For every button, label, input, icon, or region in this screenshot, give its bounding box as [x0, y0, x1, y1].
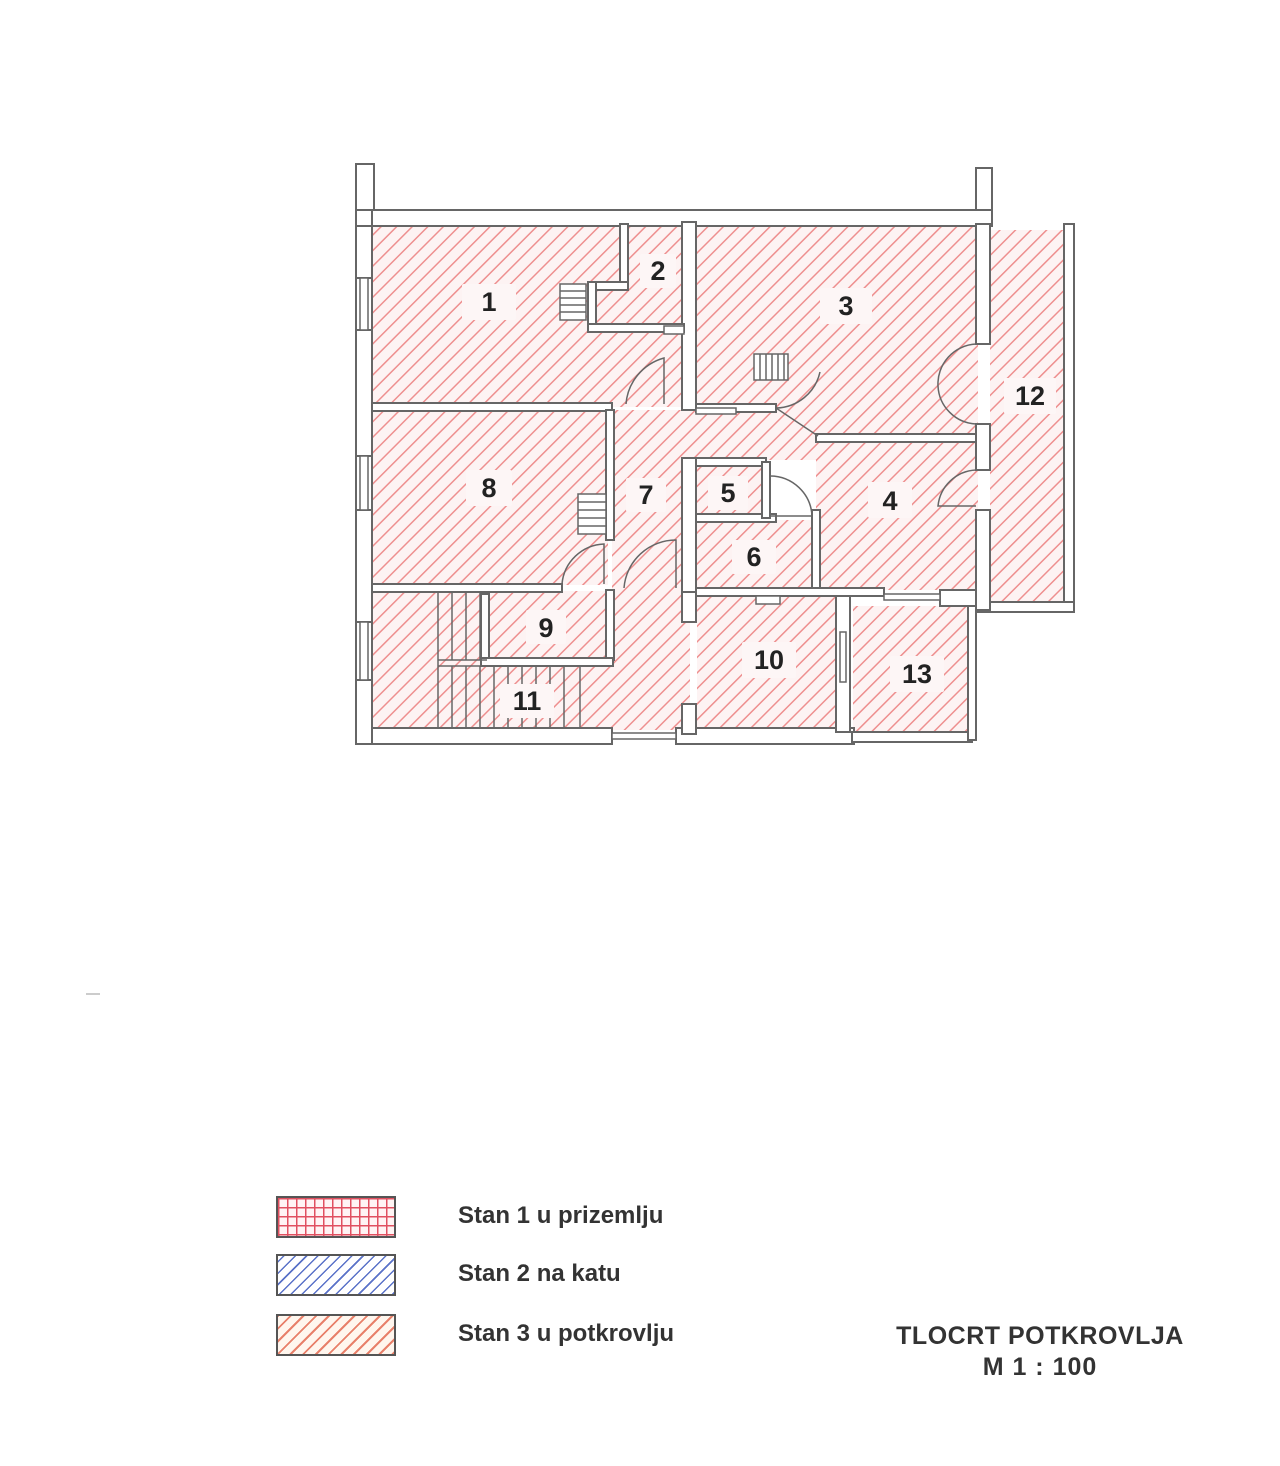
room-label-3: 3 — [838, 291, 853, 321]
room-label-4: 4 — [882, 486, 897, 516]
room-label-12: 12 — [1015, 381, 1045, 411]
door-12-lower — [937, 469, 977, 507]
floor-room-7 — [612, 410, 690, 730]
wall-4-12 — [975, 509, 991, 611]
stair-room-1 — [559, 283, 587, 321]
wall-spine-lower — [681, 591, 697, 623]
legend-label: Stan 3 u potkrovlju — [458, 1320, 675, 1347]
door-swings — [561, 343, 977, 589]
window-1 — [359, 277, 369, 331]
room-labels: 1 2 3 4 5 6 7 8 9 10 11 12 13 — [481, 256, 1045, 716]
wall-6-10 — [695, 587, 885, 597]
fixture-hall — [695, 407, 737, 415]
legend-item-stan-2: Stan 2 na katu — [276, 1254, 796, 1304]
room-label-8: 8 — [481, 473, 496, 503]
room-label-7: 7 — [638, 480, 653, 510]
door-5 — [769, 475, 813, 517]
wall-spine-bottom — [681, 703, 697, 735]
door-12-upper-b — [937, 385, 977, 425]
room-label-5: 5 — [720, 478, 735, 508]
label-backgrounds — [462, 254, 1056, 718]
wall-9-right — [605, 589, 615, 661]
wall-3-4 — [815, 433, 977, 443]
fixture-2 — [663, 325, 685, 335]
floor-room-3 — [694, 226, 978, 438]
floor-room-1 — [372, 224, 684, 407]
window-10-13 — [839, 631, 847, 683]
wall-5-top — [695, 457, 767, 467]
wall-column-1-mid — [355, 329, 373, 457]
walls — [355, 163, 1075, 745]
wall-top — [355, 209, 993, 227]
door-9 — [561, 543, 605, 585]
floor-room-12 — [990, 230, 1066, 602]
wall-3-12-lower — [975, 423, 991, 471]
room-label-13: 13 — [902, 659, 932, 689]
door-3-hall — [775, 371, 821, 409]
room-label-9: 9 — [538, 613, 553, 643]
wall-4-6 — [811, 509, 821, 593]
room-label-11: 11 — [513, 686, 542, 716]
window-13-top — [883, 593, 941, 601]
wall-column-1-upper — [355, 225, 373, 279]
legend-item-stan-3: Stan 3 u potkrovlju — [276, 1314, 796, 1364]
room-label-2: 2 — [650, 256, 665, 286]
door-hall-4 — [775, 407, 819, 437]
room-label-6: 6 — [746, 542, 761, 572]
wall-9-left — [480, 593, 490, 665]
wall-12-right — [1063, 223, 1075, 613]
window-11 — [359, 621, 369, 681]
legend-item-stan-1: Stan 1 u prizemlju — [276, 1196, 796, 1246]
wall-spine-upper — [681, 221, 697, 411]
wall-column-11 — [355, 679, 373, 745]
wall-8-11 — [371, 583, 563, 593]
window-bottom — [611, 732, 677, 740]
title-block: TLOCRT POTKROVLJA M 1 : 100 — [880, 1322, 1200, 1382]
wall-9-bottom — [480, 657, 614, 667]
drawing-title: TLOCRT POTKROVLJA — [896, 1322, 1184, 1350]
legend-label: Stan 1 u prizemlju — [458, 1202, 664, 1229]
wall-2-left — [619, 223, 629, 287]
wall-spine-mid — [681, 457, 697, 593]
legend-swatch-grid — [276, 1196, 396, 1238]
wall-column-8-lower — [355, 509, 373, 623]
floor-room-hall — [690, 410, 820, 460]
room-label-1: 1 — [481, 287, 496, 317]
stair-room-3 — [753, 353, 789, 381]
door-12-upper-a — [937, 343, 977, 387]
wall-1-8 — [371, 402, 613, 412]
fixture-10 — [755, 595, 781, 605]
wall-bottom-left — [355, 727, 613, 745]
wall-right-13 — [967, 605, 977, 741]
wall-5-6 — [695, 513, 777, 523]
legend-swatch-blue-hatch — [276, 1254, 396, 1296]
room-label-10: 10 — [754, 645, 784, 675]
door-7-upper — [625, 357, 665, 405]
fixtures — [663, 325, 781, 605]
window-8 — [359, 455, 369, 511]
wall-5-right — [761, 461, 771, 519]
wall-8-7 — [605, 409, 615, 541]
stair-room-8 — [577, 493, 607, 535]
windows — [359, 277, 941, 740]
legend-swatch-orange-hatch — [276, 1314, 396, 1356]
legend-label: Stan 2 na katu — [458, 1260, 621, 1287]
wall-2-step-down — [587, 281, 597, 329]
door-7-lower — [623, 539, 677, 589]
wall-bottom-right — [851, 731, 973, 743]
wall-3-12-upper — [975, 223, 991, 345]
floor-plan: 1 2 3 4 5 6 7 8 9 10 11 12 13 — [86, 163, 1075, 995]
drawing-scale: M 1 : 100 — [982, 1353, 1098, 1381]
wall-bottom-mid — [675, 727, 855, 745]
wall-4-13 — [939, 589, 977, 607]
